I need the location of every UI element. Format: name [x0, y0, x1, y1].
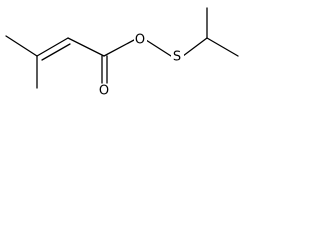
bond-carbonyl-oxygen — [103, 39, 135, 57]
bond-sulfur-ch — [182, 37, 208, 57]
atom-label: O — [135, 33, 145, 48]
bond-alkene-1 — [36, 37, 69, 57]
bond-isopropyl-right — [206, 37, 239, 57]
atom-sulfur: S — [171, 50, 184, 65]
bond-methyl-top — [5, 35, 38, 57]
bond-vinyl-carbonyl — [67, 37, 105, 57]
bond-alkene-2 — [41, 43, 71, 61]
atom-carbonyl-oxygen: O — [98, 84, 111, 99]
atom-label: S — [173, 50, 181, 65]
atom-label: O — [99, 84, 109, 99]
molecule-drawing: O O S — [5, 7, 239, 99]
structure-diagram: O O S — [0, 0, 248, 111]
bond-oxygen-sulfur — [145, 39, 172, 57]
atom-ester-oxygen: O — [134, 33, 147, 48]
